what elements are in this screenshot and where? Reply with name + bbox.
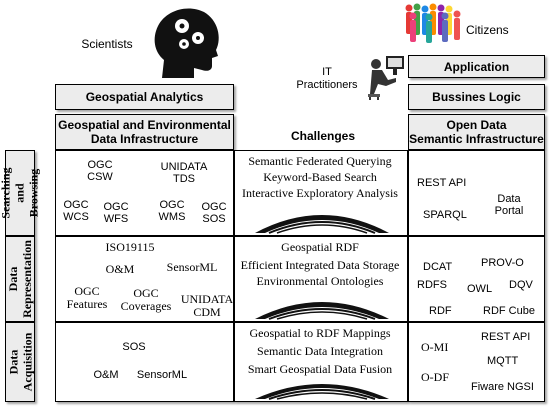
representation-label: Data Representation <box>6 240 34 318</box>
geo-infrastructure-label: Geospatial and Environmental Data Infras… <box>58 118 231 146</box>
challenges-label: Challenges <box>290 129 356 143</box>
acquisition-geo-cell: SOS O&M SensorML <box>55 322 234 402</box>
geospatial-analytics-label: Geospatial Analytics <box>85 90 204 104</box>
row-label-representation: Data Representation <box>5 236 35 322</box>
rdf: RDF <box>429 305 452 317</box>
o-mi: O-MI <box>421 340 449 354</box>
dcat: DCAT <box>423 261 453 273</box>
acquisition-challenges-cell: Geospatial to RDF Mappings Semantic Data… <box>234 322 408 402</box>
geospatial-analytics-box: Geospatial Analytics <box>55 84 234 110</box>
scientist-head-icon <box>148 4 224 80</box>
ogc-features: OGC Features <box>66 284 108 311</box>
om: O&M <box>105 262 135 276</box>
acquisition-label: Data Acquisition <box>6 332 34 392</box>
it-practitioner-icon <box>366 54 408 100</box>
ogc-wcs: OGC WCS <box>63 199 89 223</box>
citizens-icon <box>402 2 464 46</box>
bridge-arc-icon <box>255 384 389 400</box>
challenge-environmental-ontologies: Environmental Ontologies <box>256 274 384 288</box>
sos: SOS <box>122 341 146 353</box>
challenges-header: Challenges <box>238 126 408 146</box>
challenge-data-fusion: Smart Geospatial Data Fusion <box>247 362 393 376</box>
bridge-arc-icon <box>255 302 389 320</box>
searching-geo-cell: OGC CSW UNIDATA TDS OGC WCS OGC WFS OGC … <box>55 150 234 236</box>
application-box: Application <box>408 55 545 78</box>
iso19115: ISO19115 <box>105 240 155 254</box>
rdf-cube: RDF Cube <box>483 305 535 317</box>
challenge-geospatial-rdf: Geospatial RDF <box>281 240 359 254</box>
owl: OWL <box>467 283 493 295</box>
unidata-cdm: UNIDATA CDM <box>180 292 234 319</box>
representation-open-cell: DCAT PROV-O RDFS OWL DQV RDF RDF Cube <box>408 236 545 322</box>
geo-infrastructure-header: Geospatial and Environmental Data Infras… <box>55 114 234 150</box>
challenge-interactive-analysis: Interactive Exploratory Analysis <box>242 186 398 200</box>
citizens-label: Citizens <box>466 23 509 37</box>
open-data-header: Open Data Semantic Infrastructure <box>408 114 545 150</box>
representation-geo-cell: ISO19115 O&M SensorML OGC Features OGC C… <box>55 236 234 322</box>
ogc-csw: OGC CSW <box>87 159 113 183</box>
acquisition-open-cell: O-MI REST API MQTT O-DF Fiware NGSI <box>408 322 545 402</box>
ogc-coverages: OGC Coverages <box>120 286 172 313</box>
representation-challenges-cell: Geospatial RDF Efficient Integrated Data… <box>234 236 408 322</box>
unidata-tds: UNIDATA TDS <box>160 161 208 185</box>
challenge-semantic-integration: Semantic Data Integration <box>257 344 383 358</box>
sparql: SPARQL <box>423 209 467 221</box>
om: O&M <box>93 369 119 381</box>
open-data-label: Open Data Semantic Infrastructure <box>409 118 544 146</box>
challenge-semantic-federated-querying: Semantic Federated Querying <box>248 154 392 168</box>
business-logic-box: Bussines Logic <box>408 84 545 110</box>
rest-api: REST API <box>481 331 531 343</box>
rest-api: REST API <box>417 177 467 189</box>
business-logic-label: Bussines Logic <box>432 90 521 104</box>
sensorml: SensorML <box>136 369 188 381</box>
ogc-wms: OGC WMS <box>158 199 186 223</box>
bridge-arc-icon <box>255 215 389 234</box>
rdfs: RDFS <box>417 279 447 291</box>
fiware-ngsi: Fiware NGSI <box>471 381 534 393</box>
application-label: Application <box>443 59 510 74</box>
o-df: O-DF <box>421 370 450 384</box>
searching-label: Searching and Browsing <box>0 167 41 219</box>
challenge-rdf-mappings: Geospatial to RDF Mappings <box>249 326 391 340</box>
scientists-label: Scientists <box>81 37 133 51</box>
dqv: DQV <box>509 279 533 291</box>
it-practitioners-label: IT Practitioners <box>296 66 358 91</box>
mqtt: MQTT <box>487 355 519 367</box>
data-portal: Data Portal <box>494 193 524 217</box>
row-label-searching: Searching and Browsing <box>0 150 41 236</box>
ogc-wfs: OGC WFS <box>103 201 129 225</box>
searching-challenges-cell: Semantic Federated Querying Keyword-Base… <box>234 150 408 236</box>
row-label-acquisition: Data Acquisition <box>5 322 35 402</box>
sensorml: SensorML <box>166 260 218 274</box>
searching-open-cell: REST API Data Portal SPARQL <box>408 150 545 236</box>
ogc-sos: OGC SOS <box>201 201 227 225</box>
challenge-integrated-storage: Efficient Integrated Data Storage <box>240 258 400 272</box>
challenge-keyword-search: Keyword-Based Search <box>263 170 377 184</box>
prov-o: PROV-O <box>481 257 524 269</box>
